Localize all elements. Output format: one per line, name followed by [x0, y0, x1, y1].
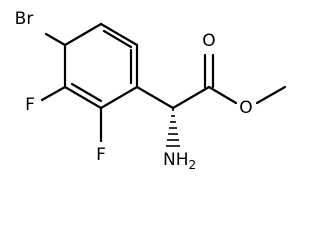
- fluorine-atom-label-bottom: F: [96, 145, 106, 165]
- ring-double-bond-inner-1: [70, 82, 103, 103]
- amine-nh-label: NH: [163, 150, 189, 170]
- ring-bond-c4-c5: [63, 22, 103, 47]
- bond-ring-alpha-carbon: [135, 85, 175, 110]
- structural-formula: Br F F O O NH2: [15, 9, 287, 172]
- ring-double-bond-inner-2: [102, 29, 133, 49]
- fluorine-atom-label-top: F: [25, 95, 35, 115]
- hashed-wedge-bond: [166, 109, 180, 147]
- carbonyl-oxygen-label: O: [202, 31, 215, 51]
- ring-bond-c1-c2: [99, 85, 139, 110]
- bond-alpha-carbonyl-carbon: [171, 85, 211, 110]
- bond-c3-fluorine: [40, 85, 67, 102]
- bond-carbonyl-ester-oxygen: [207, 85, 238, 105]
- bond-c4-bromine: [44, 32, 67, 47]
- bond-ester-oxygen-methyl: [255, 85, 287, 105]
- amine-subscript-label: 2: [189, 158, 197, 172]
- ester-oxygen-label: O: [239, 98, 252, 118]
- ring-bond-c5-c6: [99, 22, 139, 47]
- ring-bond-c2-c3: [63, 85, 103, 110]
- amine-group-label: NH2: [163, 150, 196, 172]
- bromine-atom-label: Br: [15, 9, 34, 29]
- benzene-ring: [63, 22, 139, 110]
